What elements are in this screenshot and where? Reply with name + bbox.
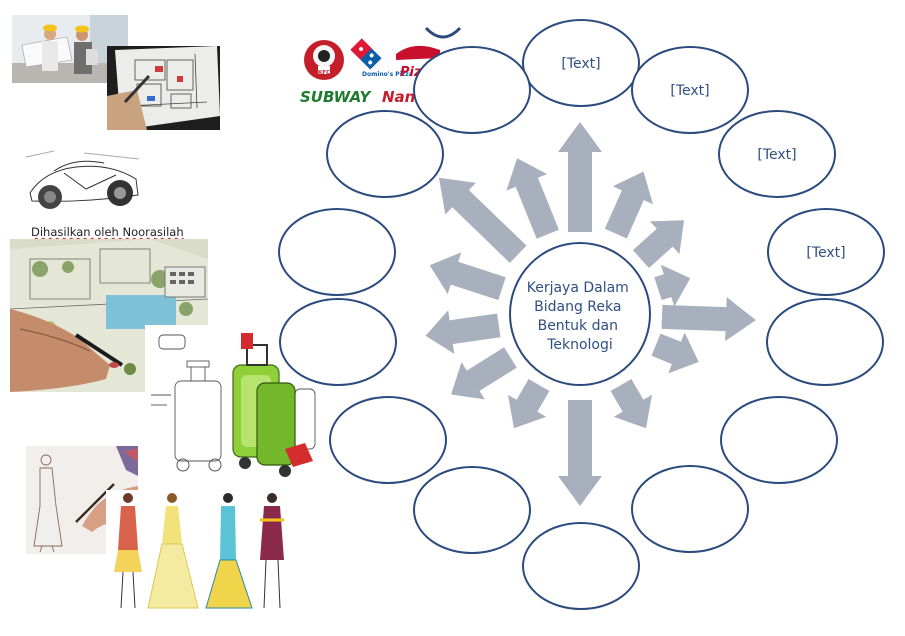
arrow-2 (604, 171, 653, 239)
arrow-1 (558, 122, 602, 232)
arrow-7 (610, 379, 653, 429)
arrow-4 (654, 264, 691, 307)
bubble-7 (631, 465, 749, 553)
arrow-14 (506, 158, 559, 239)
bubble-1 (522, 19, 640, 107)
car-sketch-photo (24, 149, 142, 219)
bubble-13 (326, 110, 444, 198)
bubble-12 (278, 208, 396, 296)
bubble-11 (279, 298, 397, 386)
arrow-5 (661, 297, 756, 342)
bubble-4 (767, 208, 885, 296)
partial-circle (424, 26, 462, 39)
dominos-text: Domino's Pizza (362, 71, 413, 78)
arrow-12 (429, 252, 506, 301)
dominos-logo (350, 38, 382, 70)
bubble-label-1: [Text] (561, 56, 600, 72)
center-label-line-4: Teknologi (546, 337, 613, 353)
arrow-6 (651, 332, 699, 374)
bubble-group: [Text] [Text] [Text] [Text] (278, 19, 885, 610)
bubble-8 (522, 522, 640, 610)
arrow-group (425, 122, 756, 506)
bubble-14 (413, 46, 531, 134)
bubble-label-3: [Text] (757, 147, 796, 163)
arrow-8 (558, 400, 602, 506)
center-label: Kerjaya Dalam Bidang Reka Bentuk dan Tek… (527, 280, 634, 353)
center-label-line-2: Bidang Reka (534, 299, 621, 315)
arrow-9 (507, 379, 550, 429)
bubble-2 (631, 46, 749, 134)
bubble-label-4: [Text] (806, 245, 845, 261)
credit-text: Dihasilkan oleh Noorasilah (31, 225, 184, 239)
center-label-line-1: Kerjaya Dalam (527, 280, 629, 296)
bubble-3 (718, 110, 836, 198)
bubble-9 (413, 466, 531, 554)
bubble-label-2: [Text] (670, 83, 709, 99)
center-label-line-3: Bentuk dan (538, 318, 618, 334)
subway-logo: SUBWAY (300, 88, 372, 106)
center-ellipse (509, 242, 651, 386)
svg-text:KFC: KFC (318, 70, 330, 76)
bubble-10 (329, 396, 447, 484)
floor-plan-photo (107, 46, 220, 130)
bubble-6 (720, 396, 838, 484)
arrow-10 (451, 347, 517, 400)
fashion-figures-photo (106, 490, 292, 614)
arrow-11 (425, 310, 501, 354)
arrow-3 (632, 220, 684, 268)
kfc-logo: KFC (304, 40, 344, 80)
bubble-5 (766, 298, 884, 386)
arrow-13 (439, 177, 527, 263)
